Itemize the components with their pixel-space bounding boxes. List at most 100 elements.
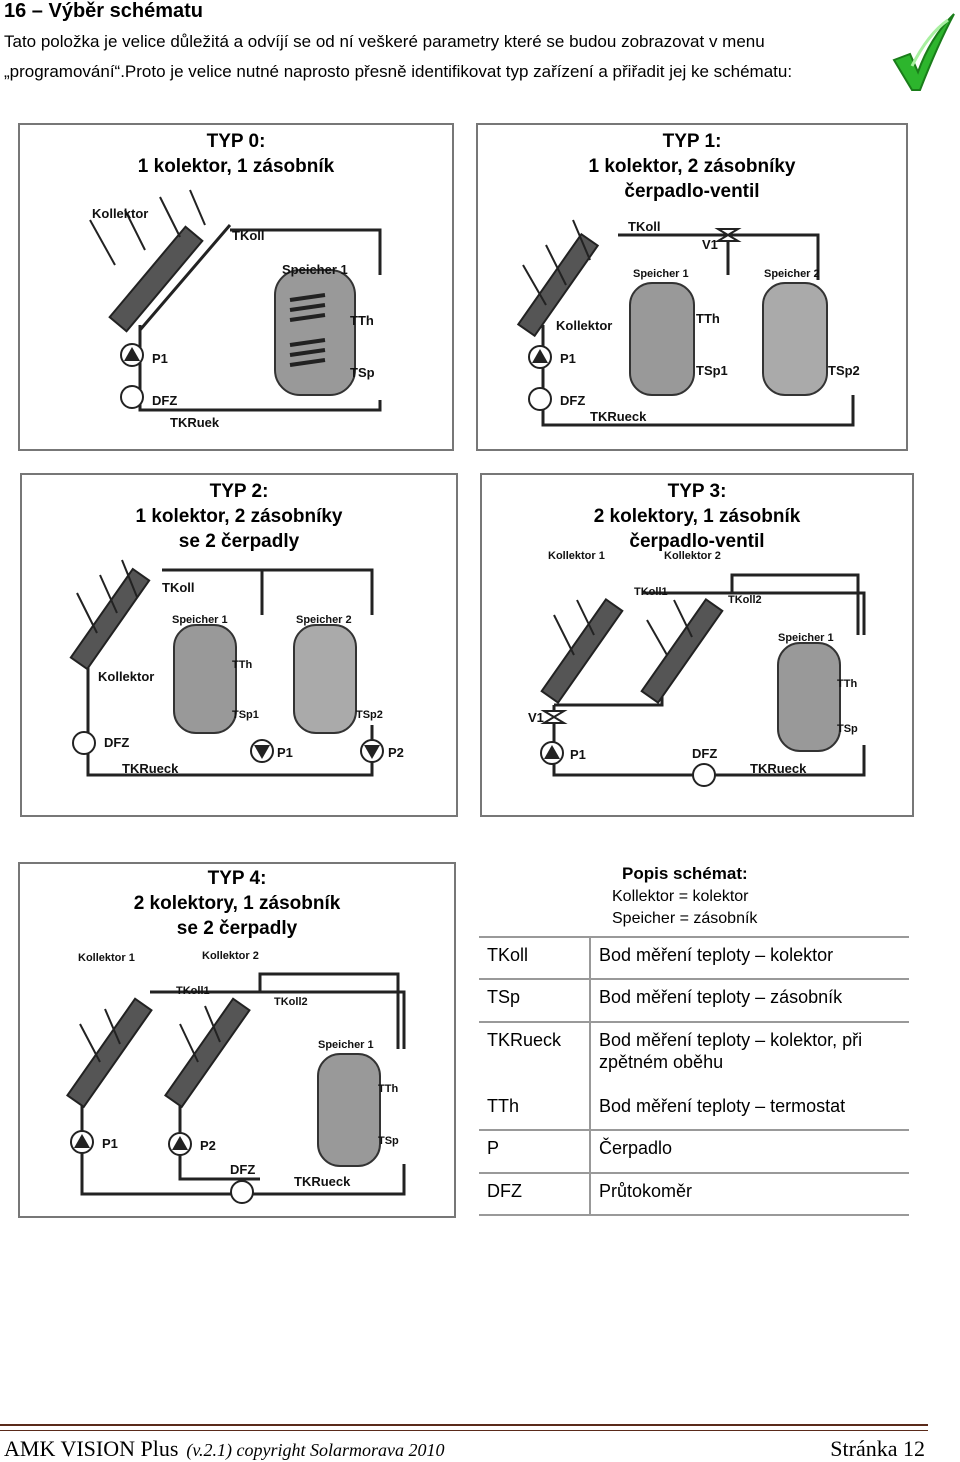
legend-line-kollektor: Kollektor = kolektor bbox=[612, 888, 749, 905]
sun-ray bbox=[99, 574, 118, 614]
sun-ray bbox=[545, 244, 567, 286]
sun-ray bbox=[104, 1008, 121, 1045]
label-kollektor: Kollektor bbox=[92, 206, 148, 221]
table-row: P Čerpadlo bbox=[479, 1129, 909, 1174]
label-v1: V1 bbox=[702, 237, 718, 252]
label-tsp1: TSp1 bbox=[696, 363, 728, 378]
sun-ray bbox=[572, 219, 591, 261]
legend-line-speicher: Speicher = zásobník bbox=[612, 910, 758, 927]
scheme-title-line-2: 1 kolektor, 2 zásobníky bbox=[135, 506, 343, 527]
check-icon bbox=[892, 13, 955, 91]
label-kollektor: Kollektor bbox=[98, 669, 154, 684]
sun-ray bbox=[89, 219, 116, 266]
scheme-title-line-1: TYP 3: bbox=[667, 481, 727, 502]
sun-ray bbox=[576, 599, 595, 636]
label-speicher-2: Speicher 2 bbox=[296, 614, 352, 626]
legend-key: DFZ bbox=[479, 1171, 591, 1217]
label-tth: TTh bbox=[696, 311, 720, 326]
label-p2: P2 bbox=[200, 1138, 216, 1153]
table-row: TKRueck Bod měření teploty – kolektor, p… bbox=[479, 1020, 909, 1089]
legend-table: TKoll Bod měření teploty – kolektor TSp … bbox=[479, 935, 909, 1217]
label-tkrueck: TKRueck bbox=[590, 409, 647, 424]
label-tkrueck: TKRuek bbox=[170, 415, 220, 430]
sun-ray bbox=[76, 592, 98, 634]
scheme-diagram: Kollektor TKoll Speicher 1 TTh TSp P1 DF… bbox=[89, 189, 382, 430]
scheme-title-line-2: 1 kolektor, 2 zásobníky bbox=[588, 156, 796, 177]
legend-heading: Popis schémat: bbox=[622, 864, 748, 883]
label-tsp: TSp bbox=[378, 1135, 399, 1147]
sun-ray bbox=[121, 559, 138, 598]
sun-ray bbox=[673, 599, 693, 638]
label-tkoll: TKoll bbox=[628, 219, 661, 234]
sun-ray bbox=[646, 619, 668, 656]
table-row: DFZ Průtokoměr bbox=[479, 1171, 909, 1217]
label-tsp2: TSp2 bbox=[356, 709, 383, 721]
scheme-title-line-2: 1 kolektor, 1 zásobník bbox=[137, 156, 335, 177]
collector-panel-1 bbox=[66, 997, 153, 1109]
scheme-title-line-1: TYP 0: bbox=[206, 131, 266, 152]
sun-ray bbox=[553, 614, 575, 656]
label-speicher-1: Speicher 1 bbox=[172, 614, 228, 626]
label-speicher-1: Speicher 1 bbox=[633, 268, 689, 280]
legend-value: Bod měření teploty – zásobník bbox=[590, 978, 909, 1023]
scheme-title-line-1: TYP 2: bbox=[209, 481, 269, 502]
flowmeter-icon bbox=[230, 1180, 254, 1204]
collector-panel bbox=[69, 567, 151, 671]
legend-value: Bod měření teploty – kolektor bbox=[590, 935, 909, 981]
scheme-title-line-3: čerpadlo-ventil bbox=[629, 531, 765, 552]
collector-panel-1 bbox=[540, 597, 624, 705]
label-tth: TTh bbox=[378, 1083, 398, 1095]
sun-ray bbox=[189, 189, 206, 226]
label-tsp: TSp bbox=[350, 365, 375, 380]
scheme-typ-1: TYP 1: 1 kolektor, 2 zásobníky čerpadlo-… bbox=[476, 123, 908, 451]
label-dfz: DFZ bbox=[230, 1162, 255, 1177]
label-kollektor-2: Kollektor 2 bbox=[202, 950, 259, 962]
legend-key: TKRueck bbox=[479, 1020, 591, 1089]
scheme-diagram: TKoll V1 Speicher 1 Speicher 2 Kollektor… bbox=[516, 219, 860, 427]
tank-speicher-1 bbox=[173, 624, 237, 734]
intro-text-line-2: „programování“.Proto je velice nutné nap… bbox=[4, 62, 793, 81]
collector-panel bbox=[516, 232, 600, 338]
label-v1: V1 bbox=[528, 710, 544, 725]
label-p1: P1 bbox=[102, 1136, 118, 1151]
collector-panel bbox=[108, 225, 204, 333]
flowmeter-icon bbox=[528, 387, 552, 411]
label-tkoll1: TKoll1 bbox=[634, 586, 668, 598]
label-tkoll: TKoll bbox=[162, 580, 195, 595]
scheme-title-line-2: 2 kolektory, 1 zásobník bbox=[133, 893, 341, 914]
label-p1: P1 bbox=[277, 745, 293, 760]
legend-key: TKoll bbox=[479, 935, 591, 981]
legend-value: Bod měření teploty – termostat bbox=[590, 1088, 909, 1132]
collector-panel-2 bbox=[640, 597, 724, 705]
flowmeter-icon bbox=[72, 731, 96, 755]
scheme-title-line-3: se 2 čerpadly bbox=[178, 531, 300, 552]
scheme-title-line-1: TYP 4: bbox=[207, 868, 267, 889]
label-tkoll2: TKoll2 bbox=[728, 594, 762, 606]
label-speicher-1: Speicher 1 bbox=[282, 262, 348, 277]
sun-ray bbox=[204, 1005, 221, 1043]
label-tkrueck: TKRueck bbox=[750, 761, 807, 776]
valve-icon bbox=[540, 710, 568, 724]
flowmeter-icon bbox=[120, 385, 144, 409]
label-dfz: DFZ bbox=[560, 393, 585, 408]
label-tkoll1: TKoll1 bbox=[176, 985, 210, 997]
label-tkoll2: TKoll2 bbox=[274, 996, 308, 1008]
legend-key: P bbox=[479, 1129, 591, 1174]
intro-text-line-1: Tato položka je velice důležitá a odvíjí… bbox=[4, 32, 765, 51]
label-speicher-2: Speicher 2 bbox=[764, 268, 820, 280]
label-dfz: DFZ bbox=[104, 735, 129, 750]
label-p1: P1 bbox=[570, 747, 586, 762]
scheme-typ-3: TYP 3: 2 kolektory, 1 zásobník čerpadlo-… bbox=[480, 473, 914, 817]
legend-value: Průtokoměr bbox=[590, 1171, 909, 1217]
label-tsp1: TSp1 bbox=[232, 709, 259, 721]
table-row: TTh Bod měření teploty – termostat bbox=[479, 1088, 909, 1132]
page-title: 16 – Výběr schématu bbox=[4, 0, 203, 22]
flowmeter-icon bbox=[692, 763, 716, 787]
tank-speicher-2 bbox=[293, 624, 357, 734]
footer-product: AMK VISION Plus(v.2.1) copyright Solarmo… bbox=[4, 1436, 445, 1462]
label-tkrueck: TKRueck bbox=[122, 761, 179, 776]
legend-value: Čerpadlo bbox=[590, 1129, 909, 1174]
tank-speicher-1 bbox=[629, 282, 695, 396]
label-p1: P1 bbox=[560, 351, 576, 366]
tank-speicher-2 bbox=[762, 282, 828, 396]
